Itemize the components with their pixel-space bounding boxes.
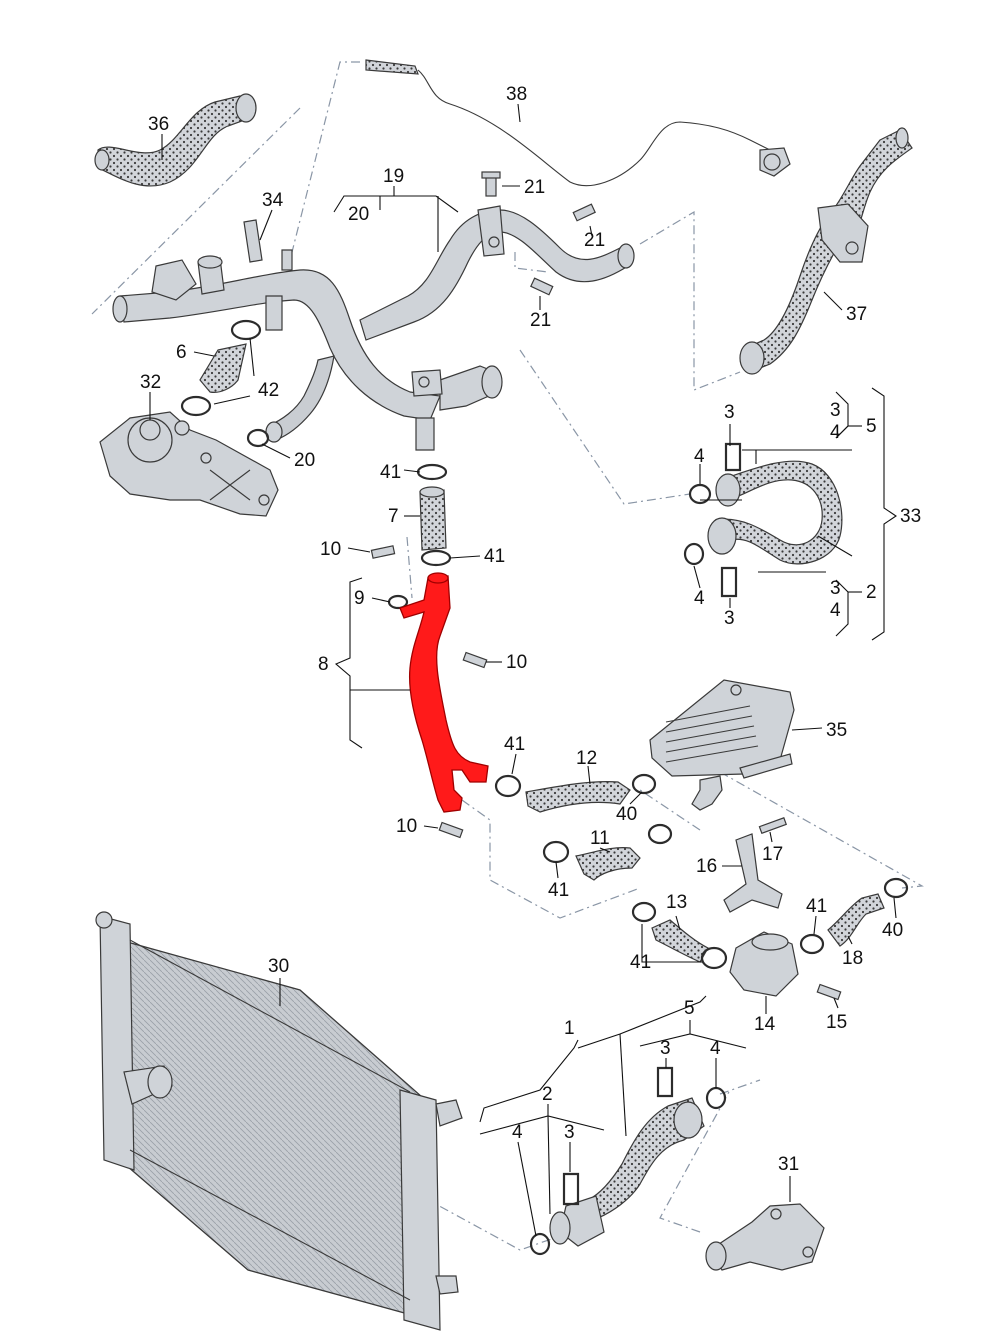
part-18-hose: [799, 877, 909, 955]
label-4: 4: [694, 588, 705, 609]
part-32-thermostat-housing: [99, 411, 279, 517]
part-6-hose: [180, 319, 262, 417]
part-1-lower-hose: [529, 1066, 727, 1256]
label-1: 1: [564, 1018, 575, 1039]
label-3: 3: [830, 578, 841, 599]
label-4: 4: [710, 1038, 721, 1059]
part-36-hose: [94, 93, 257, 187]
part-13-hose: [631, 901, 728, 970]
label-14: 14: [754, 1014, 776, 1035]
part-12-hose: [494, 773, 657, 813]
label-7: 7: [388, 506, 399, 527]
label-16: 16: [696, 856, 717, 877]
part-14-pump: [729, 931, 842, 1001]
label-6: 6: [176, 342, 187, 363]
label-19: 19: [383, 166, 404, 187]
label-15: 15: [826, 1012, 847, 1033]
label-4: 4: [830, 600, 841, 621]
label-20: 20: [294, 450, 315, 471]
label-17: 17: [762, 844, 783, 865]
label-42: 42: [258, 380, 279, 401]
label-41: 41: [806, 896, 827, 917]
o-ring-20: [246, 428, 270, 448]
part-30-radiator: [95, 911, 463, 1331]
label-4: 4: [830, 422, 841, 443]
label-2: 2: [866, 582, 877, 603]
part-37-hose: [739, 127, 913, 375]
part-31-flange: [705, 1203, 825, 1271]
label-3: 3: [724, 402, 735, 423]
part-33-hose-assembly: [683, 442, 843, 598]
label-33: 33: [900, 506, 921, 527]
label-36: 36: [148, 114, 169, 135]
label-20: 20: [348, 204, 369, 225]
reference-lines: [91, 61, 924, 1251]
label-10: 10: [320, 539, 341, 560]
label-4: 4: [512, 1122, 523, 1143]
label-9: 9: [354, 588, 365, 609]
label-18: 18: [842, 948, 863, 969]
label-3: 3: [660, 1038, 671, 1059]
part-35-oil-cooler: [649, 679, 795, 811]
label-12: 12: [576, 748, 597, 769]
label-5: 5: [866, 416, 877, 437]
label-34: 34: [262, 190, 284, 211]
label-32: 32: [140, 372, 161, 393]
label-41: 41: [504, 734, 525, 755]
label-38: 38: [506, 84, 527, 105]
label-3: 3: [724, 608, 735, 629]
leader-lines: [149, 103, 897, 1237]
label-10: 10: [506, 652, 527, 673]
part-38-pipe: [365, 59, 791, 187]
label-41: 41: [548, 880, 569, 901]
bolt-21-set: [481, 171, 596, 296]
part-34-coolant-pipe: [112, 205, 635, 451]
bolt-10-set: [370, 545, 488, 839]
label-21: 21: [530, 310, 551, 331]
label-3: 3: [564, 1122, 575, 1143]
label-41: 41: [630, 952, 651, 973]
label-5: 5: [684, 998, 695, 1019]
label-21: 21: [584, 230, 605, 251]
label-31: 31: [778, 1154, 799, 1175]
label-21: 21: [524, 177, 545, 198]
label-41: 41: [380, 462, 401, 483]
label-10: 10: [396, 816, 417, 837]
label-8: 8: [318, 654, 329, 675]
label-40: 40: [616, 804, 637, 825]
label-13: 13: [666, 892, 687, 913]
label-30: 30: [268, 956, 289, 977]
part-7-hose: [416, 463, 452, 567]
label-35: 35: [826, 720, 847, 741]
label-11: 11: [590, 828, 610, 849]
label-40: 40: [882, 920, 903, 941]
part-11-hose: [542, 823, 673, 881]
label-3: 3: [830, 400, 841, 421]
part-16-bracket: [723, 817, 788, 913]
label-2: 2: [542, 1084, 553, 1105]
callout-labels: 36 38 21 21 21 19 20 34 37 6 42 32 20 41…: [140, 84, 921, 1175]
label-4: 4: [694, 446, 705, 467]
label-37: 37: [846, 304, 867, 325]
label-41: 41: [484, 546, 505, 567]
part-8-highlighted-pipe: [399, 572, 489, 813]
